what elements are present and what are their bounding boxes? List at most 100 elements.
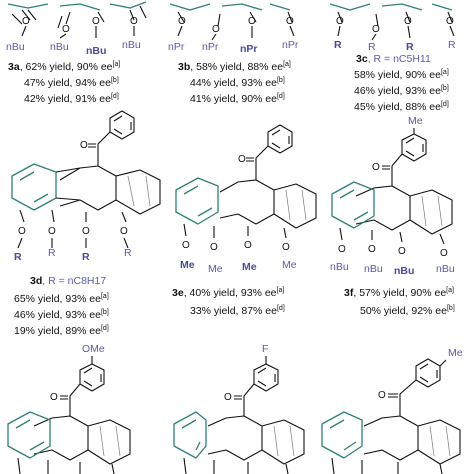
- footnote-mark: [a]: [113, 61, 121, 68]
- footnote-mark: [d]: [441, 101, 449, 108]
- svg-text:3a, 62% yield, 90% ee[a]: 3a, 62% yield, 90% ee[a]: [8, 61, 120, 73]
- compound-id: 3a: [8, 61, 20, 73]
- svg-text:33% yield, 87% ee[d]: 33% yield, 87% ee[d]: [190, 305, 285, 317]
- substituent-label: nPr: [202, 41, 219, 53]
- carbonyl-oxygen: O: [378, 390, 386, 401]
- compound-id: 3d: [30, 275, 42, 287]
- footnote-mark: [b]: [101, 309, 109, 316]
- footnote-mark: [b]: [447, 305, 455, 312]
- compound-3e-substituents: Me Me Me Me: [180, 259, 297, 275]
- svg-text:O: O: [398, 246, 406, 257]
- footnote-mark: [b]: [441, 85, 449, 92]
- compound-id: 3b: [178, 61, 190, 73]
- svg-text:44% yield, 93% ee[b]: 44% yield, 93% ee[b]: [190, 77, 285, 89]
- svg-text:3d, R = nC8H17: 3d, R = nC8H17: [30, 275, 106, 287]
- footnote-mark: [a]: [283, 61, 291, 68]
- compound-3b-substituents: nPr nPr nPr nPr: [168, 39, 299, 55]
- compound-3d-caption: 3d, R = nC8H17 65% yield, 93% ee[a] 46% …: [14, 275, 109, 337]
- svg-text:O: O: [48, 226, 56, 237]
- substituent-label: R: [334, 39, 342, 51]
- svg-text:65% yield, 93% ee[a]: 65% yield, 93% ee[a]: [14, 293, 109, 305]
- r-group-definition: , R = nC8H17: [42, 275, 106, 287]
- svg-text:42% yield, 91% ee[d]: 42% yield, 91% ee[d]: [24, 93, 119, 105]
- svg-text:O: O: [182, 240, 190, 251]
- aryl-substituent-label: OMe: [82, 343, 105, 355]
- compound-3a-structure: O O O O: [7, 1, 147, 39]
- yield-line: 44% yield, 93% ee: [190, 77, 277, 89]
- footnote-mark: [b]: [277, 77, 285, 84]
- substituent-label: R: [124, 247, 132, 259]
- yield-line: 58% yield, 90% ee: [354, 69, 441, 81]
- footnote-mark: [a]: [277, 287, 285, 294]
- substituent-label: nBu: [50, 41, 69, 53]
- substituent-label: nPr: [168, 41, 185, 53]
- substituent-label: nBu: [6, 41, 25, 53]
- svg-text:O: O: [368, 244, 376, 255]
- svg-text:3f, 57% yield, 90% ee[a]: 3f, 57% yield, 90% ee[a]: [344, 287, 454, 299]
- svg-text:O: O: [248, 16, 256, 27]
- substituent-label: nPr: [240, 43, 258, 55]
- carbonyl-oxygen: O: [224, 392, 232, 403]
- yield-line: 42% yield, 91% ee: [24, 93, 111, 105]
- yield-line: 33% yield, 87% ee: [190, 305, 277, 317]
- svg-text:19% yield, 89% ee[d]: 19% yield, 89% ee[d]: [14, 325, 109, 337]
- compound-3a-caption: 3a, 62% yield, 90% ee[a] 47% yield, 94% …: [8, 61, 120, 105]
- carbonyl-oxygen: O: [238, 154, 246, 165]
- svg-text:O: O: [212, 24, 220, 35]
- compound-3d-structure: O O O O O: [11, 110, 161, 249]
- aryl-substituent-label: F: [262, 343, 268, 355]
- svg-text:50% yield, 92% ee[b]: 50% yield, 92% ee[b]: [360, 305, 455, 317]
- r-group-definition: , R = nC5H11: [368, 53, 431, 65]
- svg-text:O: O: [244, 240, 252, 251]
- yield-line: 46% yield, 93% ee: [14, 309, 101, 321]
- compound-3c-caption: 3c, R = nC5H11 58% yield, 90% ee[a] 46% …: [354, 53, 449, 113]
- substituent-label: nBu: [364, 263, 383, 275]
- svg-text:O: O: [120, 226, 128, 237]
- substituent-label: nBu: [330, 261, 349, 273]
- aryl-substituent-label: Me: [448, 347, 463, 359]
- footnote-mark: [a]: [441, 69, 449, 76]
- svg-text:47% yield, 94% ee[b]: 47% yield, 94% ee[b]: [24, 77, 119, 89]
- substituent-label: R: [406, 41, 414, 53]
- substituent-label: nBu: [394, 265, 414, 277]
- substituent-label: Me: [208, 263, 223, 275]
- compound-id: 3e: [172, 287, 184, 299]
- aryl-substituent-label: Me: [408, 115, 423, 127]
- svg-text:O: O: [22, 16, 30, 27]
- svg-text:46% yield, 93% ee[b]: 46% yield, 93% ee[b]: [14, 309, 109, 321]
- yield-line: 19% yield, 89% ee: [14, 325, 101, 337]
- compound-3a-substituents: nBu nBu nBu nBu: [6, 39, 141, 57]
- compound-3f-caption: 3f, 57% yield, 90% ee[a] 50% yield, 92% …: [344, 287, 455, 317]
- yield-line: 57% yield, 90% ee: [359, 287, 446, 299]
- compound-3d-substituents: R R R R: [14, 247, 132, 263]
- footnote-mark: [b]: [111, 77, 119, 84]
- compound-3b-structure: O O O O: [169, 3, 295, 41]
- yield-line: 50% yield, 92% ee: [360, 305, 447, 317]
- svg-text:O: O: [372, 24, 380, 35]
- svg-text:O: O: [404, 16, 412, 27]
- svg-text:O: O: [130, 16, 138, 27]
- footnote-mark: [a]: [446, 287, 454, 294]
- svg-text:O: O: [18, 226, 26, 237]
- compound-3e-caption: 3e, 40% yield, 93% ee[a] 33% yield, 87% …: [172, 287, 285, 317]
- svg-text:41% yield, 90% ee[d]: 41% yield, 90% ee[d]: [190, 93, 285, 105]
- yield-line: 47% yield, 94% ee: [24, 77, 111, 89]
- yield-line: 46% yield, 93% ee: [354, 85, 441, 97]
- substituent-label: nBu: [86, 45, 106, 57]
- compound-3g-structure: OMe O: [7, 343, 131, 474]
- svg-text:3c, R = nC5H11: 3c, R = nC5H11: [356, 53, 431, 65]
- compound-3f-substituents: nBu nBu nBu nBu: [330, 261, 455, 277]
- compound-3c-structure: O O O O: [329, 3, 455, 41]
- substituent-label: nBu: [436, 263, 455, 275]
- svg-text:45% yield, 88% ee[d]: 45% yield, 88% ee[d]: [354, 101, 449, 113]
- footnote-mark: [d]: [101, 325, 109, 332]
- svg-text:O: O: [92, 16, 100, 27]
- yield-line: 58% yield, 88% ee: [196, 61, 283, 73]
- svg-text:O: O: [286, 16, 294, 27]
- compound-3f-structure: Me O O O O O: [331, 115, 453, 259]
- substituent-label: R: [14, 251, 22, 263]
- svg-text:3b, 58% yield, 88% ee[a]: 3b, 58% yield, 88% ee[a]: [178, 61, 291, 73]
- substituent-label: Me: [242, 261, 257, 273]
- compound-id: 3c: [356, 53, 368, 65]
